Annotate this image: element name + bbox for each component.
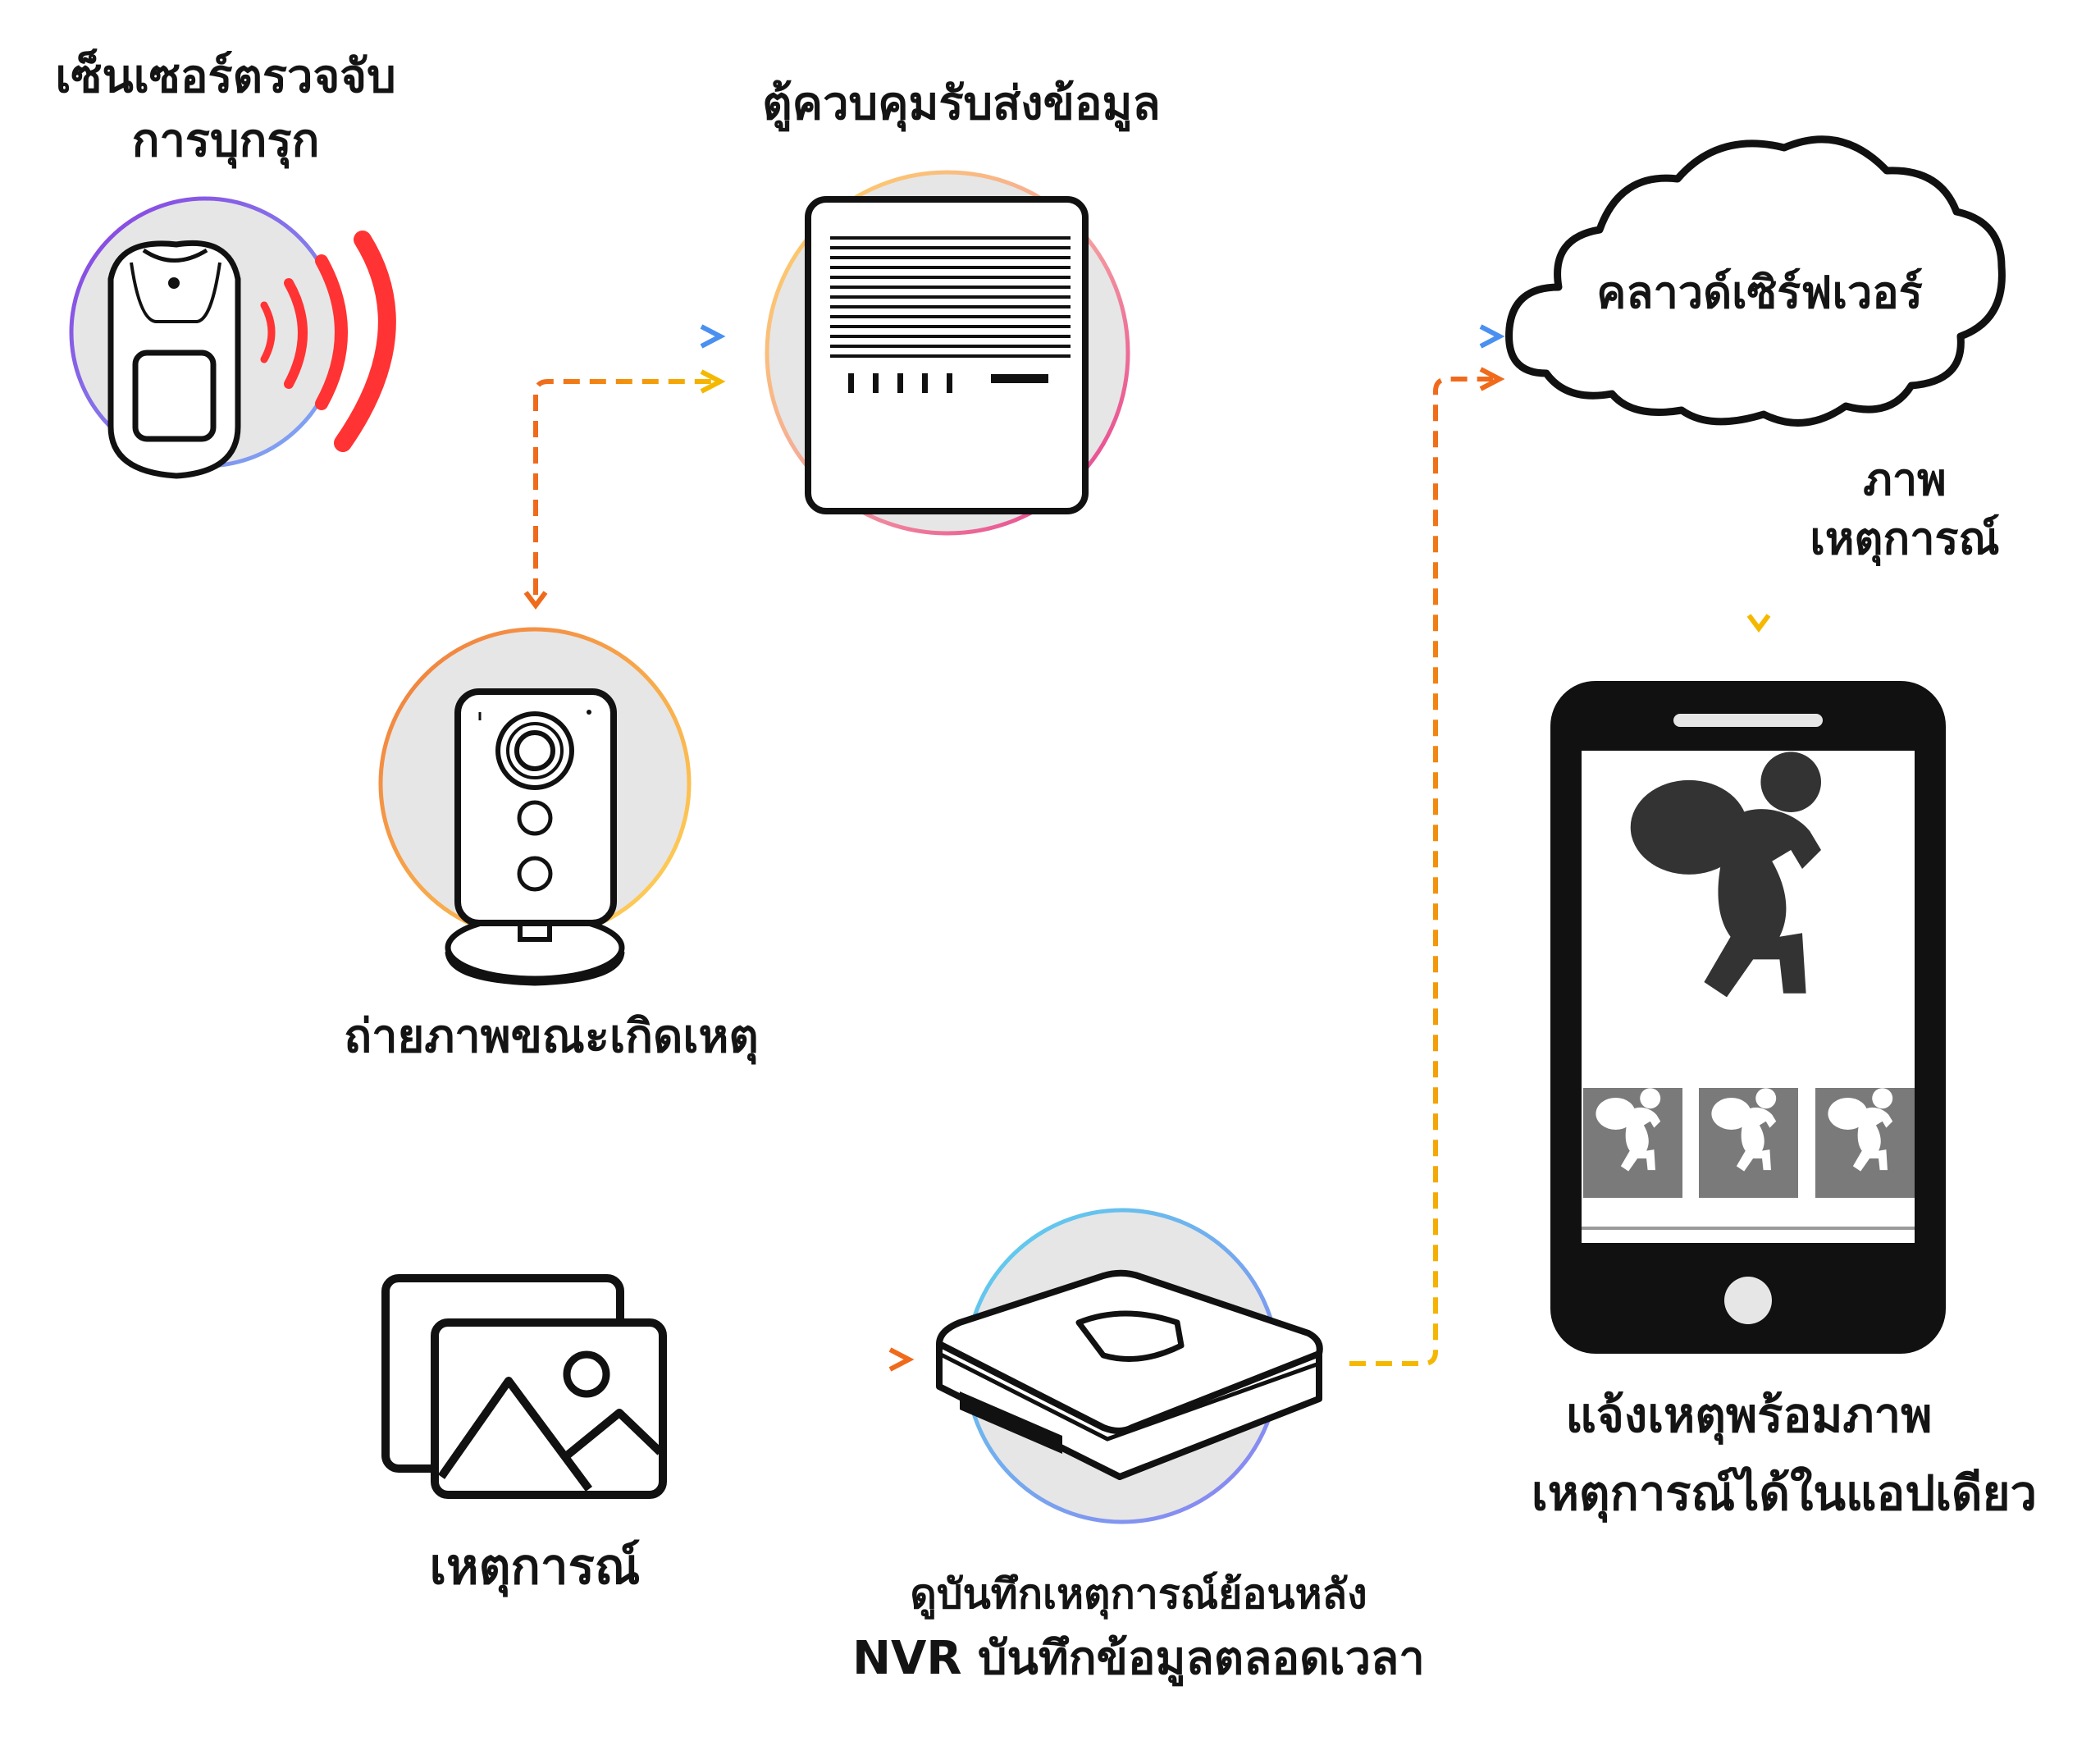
motion-sensor-icon [69,196,341,479]
arrow-sensor-to-controller [455,324,726,349]
phone-label-line1: แจ้งเหตุพร้อมภาพ [1566,1387,1933,1446]
arrow-controller-to-cloud [1165,324,1505,349]
arrow-nvr-to-cloud [1349,367,1505,1366]
cloud-icon [1505,135,2006,427]
control-box-icon [765,170,1130,536]
phone-label-line2: เหตุการณ์ได้ในแอปเดียว [1532,1465,2037,1524]
security-camera-icon [378,627,692,986]
cloud-label: คลาวด์เซิร์ฟเวอร์ [1596,267,1923,318]
arrow-cloud-to-phone [1746,441,1771,633]
arrow-event-to-nvr [687,1347,915,1372]
sensor-label-line1: เซ็นเซอร์ตรวจจับ [55,48,395,103]
sensor-label-line2: การบุกรุก [132,114,320,169]
event-image-label-line1: ภาพ [1863,454,1947,505]
smartphone-icon [1550,681,1946,1354]
camera-label: ถ่ายภาพขณะเกิดเหตุ [344,1010,759,1065]
arrow-down-to-camera [523,591,548,610]
signal-waves-icon [260,231,396,452]
event-label: เหตุการณ์ [430,1538,641,1597]
nvr-label-line1: ดูบันทึกเหตุการณ์ย้อนหลัง [910,1570,1367,1620]
event-image-label-line2: เหตุการณ์ [1810,513,1999,567]
controller-label: ตู้ควบคุมรับส่งข้อมูล [762,77,1161,132]
nvr-label-line2: NVR บันทึกข้อมูลตลอดเวลา [852,1632,1425,1687]
thief-thumbnails [1583,1088,1915,1198]
nvr-recorder-icon [936,1208,1323,1524]
arrow-camera-to-controller [533,369,726,595]
image-gallery-icon [381,1274,667,1499]
